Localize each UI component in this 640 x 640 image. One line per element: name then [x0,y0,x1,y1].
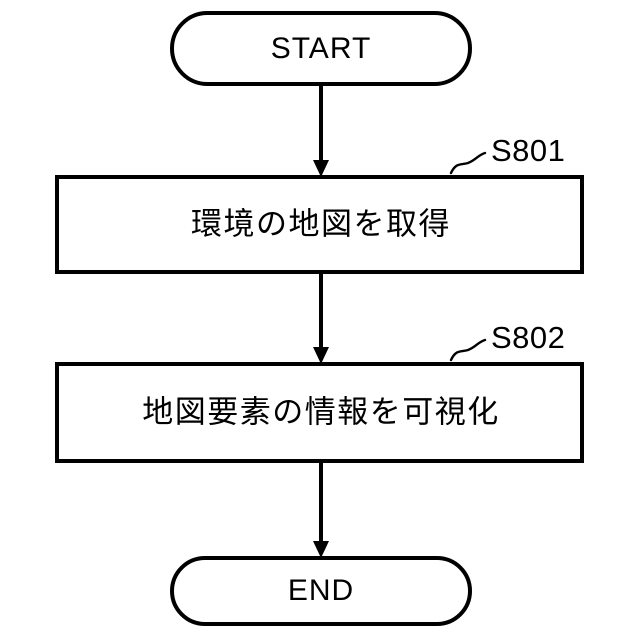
s801-reference-label: S801 [491,133,565,168]
s801-step-text: 環境の地図を取得 [191,207,451,243]
arrow-head-down-icon [313,347,329,364]
s801-box-shape [55,175,584,274]
node-s802[interactable]: 地図要素の情報を可視化 [55,362,584,463]
node-end[interactable]: END [170,556,472,626]
arrow-head-down-icon [313,160,329,177]
s802-leader-line [449,338,487,362]
arrow-head-down-icon [313,541,329,558]
reference-callout-s802: S802 [449,320,565,362]
s802-reference-label: S802 [491,320,565,355]
s801-leader-line [449,151,487,175]
s802-step-text: 地図要素の情報を可視化 [142,395,500,431]
end-capsule-shape [170,556,472,626]
connector-s802-to-end [313,461,329,558]
end-label: END [288,574,354,607]
connector-start-to-s801 [313,84,329,177]
reference-callout-s801: S801 [449,133,565,175]
connector-s801-to-s802 [313,272,329,364]
node-start[interactable]: START [170,11,472,86]
start-label: START [271,32,372,65]
node-s801[interactable]: 環境の地図を取得 [55,175,584,274]
